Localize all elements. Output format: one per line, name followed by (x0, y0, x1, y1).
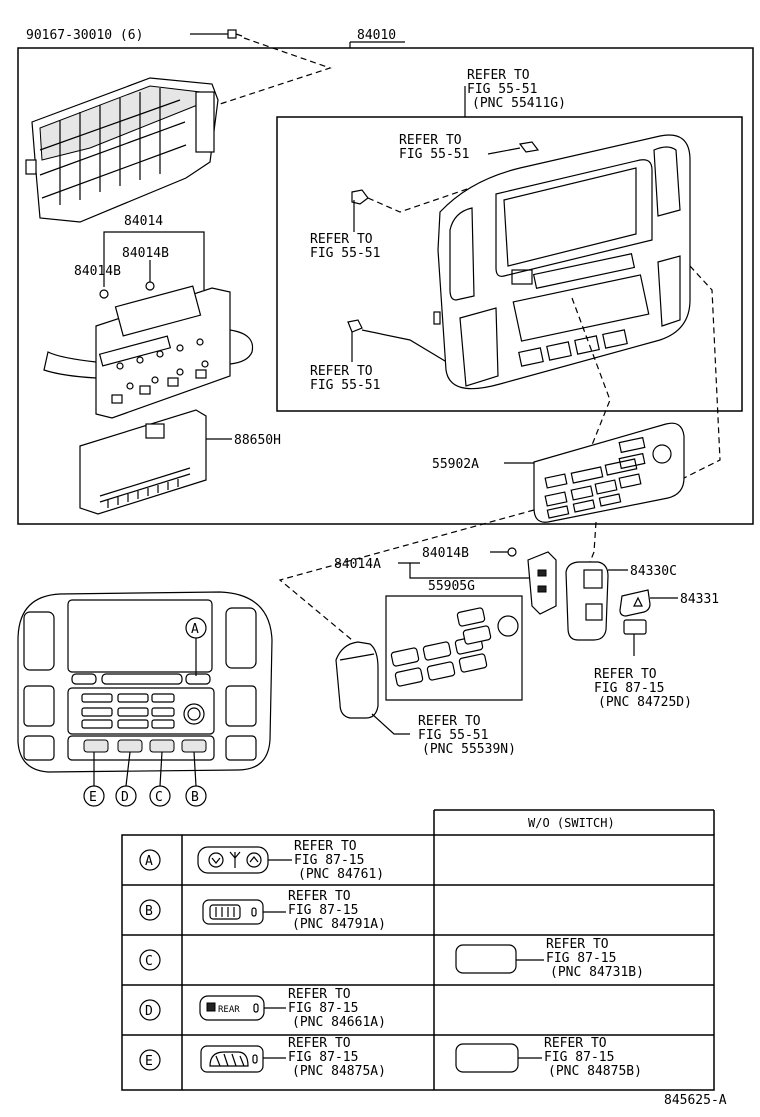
label-55905g: 55905G (428, 579, 475, 594)
svg-text:A: A (191, 622, 199, 637)
svg-text:E: E (89, 790, 97, 805)
control-module (79, 409, 207, 515)
label-84014: 84014 (124, 214, 163, 229)
front-view-panel (17, 591, 273, 773)
side-bezel (335, 641, 379, 719)
svg-text:E: E (145, 1054, 153, 1069)
clip-icon (347, 319, 363, 333)
row-e-ref-1: REFER TO (288, 1036, 351, 1051)
label-84331: 84331 (680, 592, 719, 607)
switch-housing (565, 561, 609, 641)
label-refer-top-2: FIG 55-51 (467, 82, 537, 97)
bezel-frame (276, 116, 743, 412)
switch-cap (623, 619, 647, 635)
label-bolt: 90167-30010 (6) (26, 28, 143, 43)
button-set (390, 607, 519, 687)
table-row-d-key: D (139, 999, 161, 1021)
mode-switch-icon (197, 846, 269, 874)
label-assy: 84010 (357, 28, 396, 43)
hazard-switch (619, 589, 651, 617)
svg-text:A: A (145, 854, 153, 869)
label-refer-e-1: REFER TO (418, 714, 481, 729)
clip-icon (351, 189, 369, 205)
callout-d: D (115, 751, 137, 807)
svg-text:D: D (121, 790, 129, 805)
label-84014b-1: 84014B (122, 246, 169, 261)
mounting-bracket (25, 77, 219, 223)
callout-e: E (83, 752, 105, 807)
label-refer-a-2: FIG 55-51 (399, 147, 469, 162)
label-refer-a-1: REFER TO (399, 133, 462, 148)
diagram-id: 845625-A (664, 1093, 727, 1108)
row-e-ref-3: (PNC 84875A) (292, 1064, 386, 1079)
table-row-c-key: C (139, 949, 161, 971)
table-row-e-key: E (139, 1049, 161, 1071)
center-bezel (433, 134, 691, 390)
table-row-b-key: B (139, 899, 161, 921)
row-d-ref-3: (PNC 84661A) (292, 1015, 386, 1030)
row-b-ref-2: FIG 87-15 (288, 903, 358, 918)
reference-table (121, 809, 715, 1091)
blank-switch-icon (455, 944, 517, 974)
table-header: W/O (SWITCH) (528, 816, 615, 830)
label-refer-b-1: REFER TO (310, 232, 373, 247)
label-84330c: 84330C (630, 564, 677, 579)
row-d-ref-1: REFER TO (288, 987, 351, 1002)
row-a-ref-2: FIG 87-15 (294, 853, 364, 868)
label-88650h: 88650H (234, 433, 281, 448)
label-refer-d-2: FIG 87-15 (594, 681, 664, 696)
row-e-alt-1: REFER TO (544, 1036, 607, 1051)
row-a-ref-3: (PNC 84761) (298, 867, 384, 882)
label-refer-d-3: (PNC 84725D) (598, 695, 692, 710)
rear-switch-icon: REAR (199, 995, 265, 1021)
row-e-alt-2: FIG 87-15 (544, 1050, 614, 1065)
row-e-ref-2: FIG 87-15 (288, 1050, 358, 1065)
callout-b: B (185, 751, 207, 807)
label-84014b-3: 84014B (422, 546, 469, 561)
callout-a: A (185, 617, 207, 676)
assembly-frame (17, 41, 754, 525)
circuit-board (43, 285, 254, 419)
svg-text:C: C (145, 954, 153, 969)
blank-switch-icon (455, 1043, 519, 1073)
label-refer-e-3: (PNC 55539N) (422, 742, 516, 757)
label-55902a: 55902A (432, 457, 479, 472)
callout-c: C (149, 751, 171, 807)
label-refer-d-1: REFER TO (594, 667, 657, 682)
row-b-ref-3: (PNC 84791A) (292, 917, 386, 932)
label-refer-c-2: FIG 55-51 (310, 378, 380, 393)
switch-connector (527, 551, 557, 615)
svg-text:D: D (145, 1004, 153, 1019)
row-c-alt-3: (PNC 84731B) (550, 965, 644, 980)
row-c-alt-1: REFER TO (546, 937, 609, 952)
svg-text:C: C (155, 790, 163, 805)
svg-text:B: B (191, 790, 199, 805)
clip-icon (99, 281, 155, 299)
label-refer-top-3: (PNC 55411G) (472, 96, 566, 111)
clip-icon (518, 141, 540, 153)
label-84014a: 84014A (334, 557, 381, 572)
label-refer-top-1: REFER TO (467, 68, 530, 83)
label-refer-c-1: REFER TO (310, 364, 373, 379)
row-e-alt-3: (PNC 84875B) (548, 1064, 642, 1079)
climate-control-panel (533, 422, 685, 523)
svg-text:B: B (145, 904, 153, 919)
bolt-icon (227, 29, 243, 39)
label-refer-e-2: FIG 55-51 (418, 728, 488, 743)
label-84014b-2: 84014B (74, 264, 121, 279)
row-a-ref-1: REFER TO (294, 839, 357, 854)
svg-text:REAR: REAR (218, 1005, 240, 1015)
row-b-ref-1: REFER TO (288, 889, 351, 904)
table-row-a-key: A (139, 849, 161, 871)
rear-defogger-icon (202, 899, 264, 925)
front-defroster-icon (200, 1045, 264, 1073)
label-refer-b-2: FIG 55-51 (310, 246, 380, 261)
row-d-ref-2: FIG 87-15 (288, 1001, 358, 1016)
clip-icon (507, 547, 517, 557)
row-c-alt-2: FIG 87-15 (546, 951, 616, 966)
